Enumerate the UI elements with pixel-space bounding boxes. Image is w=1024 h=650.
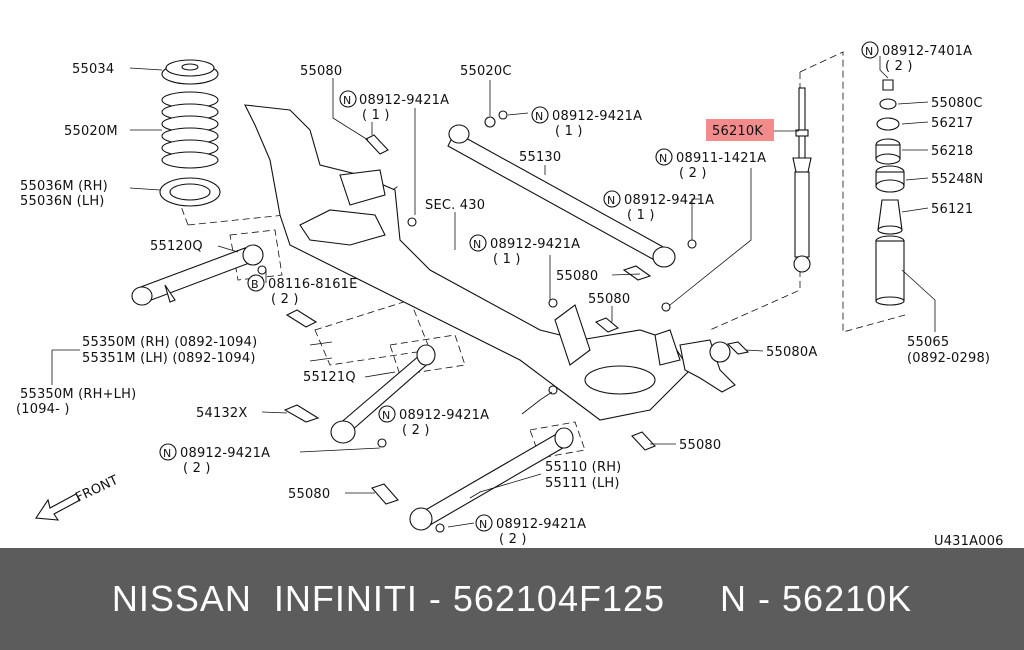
- svg-text:N: N: [382, 409, 390, 422]
- label-55065-date: (0892-0298): [907, 351, 990, 366]
- svg-text:B: B: [251, 278, 259, 291]
- footer-bar: NISSAN INFINITI - 562104F125 N - 56210K: [0, 548, 1024, 650]
- suspension-diagram: FRONT: [16, 41, 1004, 548]
- svg-text:N: N: [659, 152, 667, 165]
- b-symbol-icon: B: [247, 274, 265, 292]
- label-55351m: 55351M (LH) (0892-1094): [82, 351, 256, 366]
- label-n-7401: 08912-7401A: [882, 44, 972, 59]
- label-56210k: 56210K: [712, 124, 763, 139]
- label-55121q: 55121Q: [303, 370, 356, 385]
- label-55080a: 55080A: [766, 345, 817, 360]
- label-n-low3-qty: ( 2 ): [499, 532, 527, 547]
- part-labels: 55034 55020M 55036M (RH) 55036N (LH) 551…: [16, 44, 1004, 548]
- label-b-08116-qty: ( 2 ): [271, 292, 299, 307]
- upper-link: [447, 110, 697, 268]
- bolt-icon: [283, 134, 750, 505]
- leader-lines: [51, 56, 936, 528]
- radius-arm: [131, 244, 264, 306]
- n-symbol-icon: N N N N N N N N N: [159, 41, 879, 532]
- label-n-low1-qty: ( 2 ): [402, 423, 430, 438]
- front-label: FRONT: [73, 473, 121, 506]
- nut-icon: [257, 217, 671, 395]
- label-n-low3: 08912-9421A: [496, 517, 586, 532]
- label-55080-e: 55080: [288, 487, 330, 502]
- label-55036n: 55036N (LH): [20, 194, 105, 209]
- svg-text:N: N: [163, 447, 171, 460]
- svg-text:N: N: [535, 110, 543, 123]
- svg-text:N: N: [343, 94, 351, 107]
- label-56217: 56217: [931, 116, 973, 131]
- svg-text:N: N: [479, 518, 487, 531]
- figure-code: U431A006: [934, 534, 1004, 548]
- label-55350m-rhlh: 55350M (RH+LH): [20, 387, 136, 402]
- suspension-member: [244, 104, 691, 421]
- label-55080-b: 55080: [556, 269, 598, 284]
- front-arrow-icon: [35, 493, 81, 521]
- label-n-top3-qty: ( 1 ): [627, 208, 655, 223]
- axle-housing: [679, 339, 736, 393]
- svg-text:N: N: [473, 238, 481, 251]
- svg-text:N: N: [607, 194, 615, 207]
- label-n-low1: 08912-9421A: [399, 408, 489, 423]
- label-n-mid1-qty: ( 1 ): [493, 252, 521, 267]
- label-56121: 56121: [931, 202, 973, 217]
- spring-seat-lower: [159, 177, 221, 207]
- label-n-top1-qty: ( 1 ): [362, 108, 390, 123]
- shock-mount-parts: [875, 79, 905, 306]
- label-55130: 55130: [519, 150, 561, 165]
- label-n-top2-qty: ( 1 ): [555, 124, 583, 139]
- label-54132x: 54132X: [196, 406, 247, 421]
- label-n-top1: 08912-9421A: [359, 93, 449, 108]
- label-sec430: SEC. 430: [425, 198, 485, 213]
- label-n-low2-qty: ( 2 ): [183, 461, 211, 476]
- label-55036m: 55036M (RH): [20, 179, 108, 194]
- label-55034: 55034: [72, 62, 114, 77]
- label-55350m-date: (1094- ): [16, 402, 70, 417]
- label-n-top2: 08912-9421A: [552, 109, 642, 124]
- label-n-7401-qty: ( 2 ): [885, 59, 913, 74]
- footer-part-number: NISSAN INFINITI - 562104F125 N - 56210K: [111, 578, 913, 619]
- spring-seat-upper: [161, 59, 219, 85]
- label-55020m: 55020M: [64, 124, 118, 139]
- bushing-outline: [229, 229, 283, 281]
- label-55080-c: 55080: [588, 292, 630, 307]
- label-n-08911: 08911-1421A: [676, 151, 766, 166]
- label-55080-a: 55080: [300, 64, 342, 79]
- label-55080c: 55080C: [931, 96, 983, 111]
- label-55120q: 55120Q: [150, 239, 203, 254]
- label-b-08116: 08116-8161E: [268, 277, 358, 292]
- label-56218: 56218: [931, 144, 973, 159]
- label-55248n: 55248N: [931, 172, 983, 187]
- lateral-link: [330, 344, 436, 448]
- label-55350m: 55350M (RH) (0892-1094): [82, 335, 257, 350]
- highlight-box: [706, 119, 774, 141]
- label-n-08911-qty: ( 2 ): [679, 166, 707, 181]
- bracket-outline: [314, 299, 431, 366]
- svg-text:N: N: [865, 45, 873, 58]
- label-55110: 55110 (RH): [545, 460, 621, 475]
- label-55020c: 55020C: [460, 64, 512, 79]
- label-55080-d: 55080: [679, 438, 721, 453]
- label-55065: 55065: [907, 335, 949, 350]
- label-n-low2: 08912-9421A: [180, 446, 270, 461]
- label-55111: 55111 (LH): [545, 476, 620, 491]
- label-n-mid1: 08912-9421A: [490, 237, 580, 252]
- coil-spring: [161, 91, 219, 169]
- lower-link: [409, 427, 574, 533]
- shock-absorber: [792, 87, 812, 273]
- label-n-top3: 08912-9421A: [624, 193, 714, 208]
